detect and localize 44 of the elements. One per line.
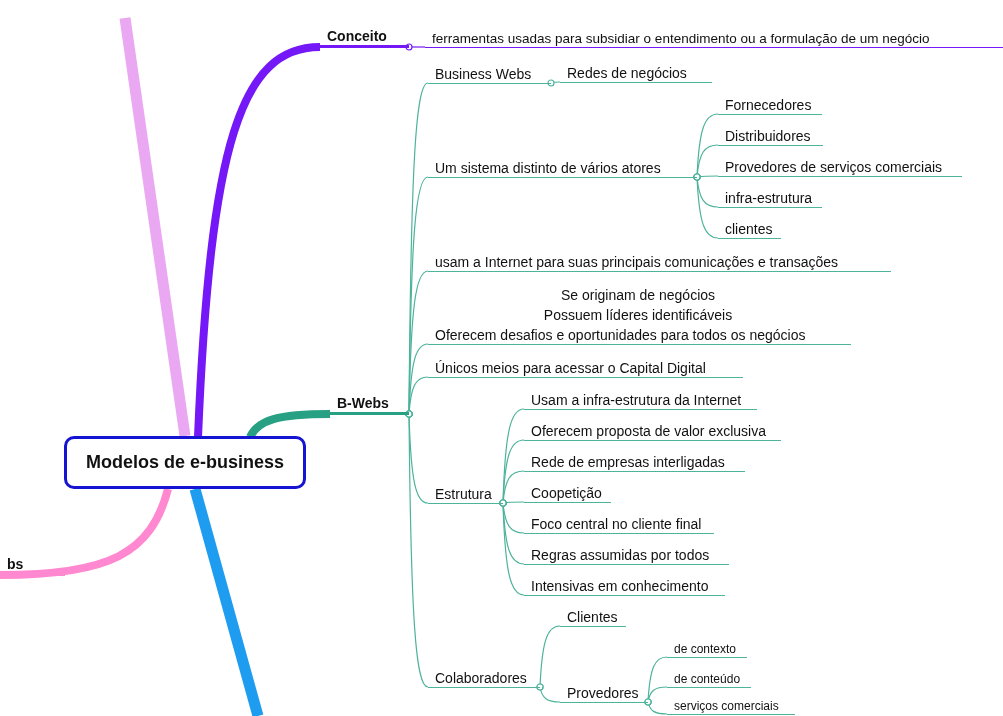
topic-label: Oferecem desafios e oportunidades para todos os negócios — [428, 326, 851, 345]
central-topic-box: Modelos de e-business — [64, 436, 306, 489]
topic-label: Intensivas em conhecimento — [524, 577, 725, 596]
topic-label: Foco central no cliente final — [524, 515, 714, 534]
branch-line — [693, 173, 719, 239]
topic-label: clientes — [718, 220, 781, 239]
topic-label: usam a Internet para suas principais comunicações e transações — [428, 253, 891, 272]
topic-label: Rede de empresas interligadas — [524, 453, 745, 472]
topic-label: Colaboradores — [428, 669, 540, 688]
topic-label: de contexto — [667, 641, 747, 658]
branch-line — [405, 43, 426, 51]
branch-line — [547, 79, 561, 87]
topic-label: Usam a infra-estrutura da Internet — [524, 391, 757, 410]
main-branch-line — [246, 410, 331, 439]
branch-line — [536, 683, 561, 703]
branch-line — [499, 499, 525, 596]
topic-label: Provedores — [560, 684, 648, 703]
topic-label: serviços comerciais — [667, 698, 795, 715]
topic-label: de conteúdo — [667, 671, 751, 688]
main-branch-line — [119, 17, 191, 437]
main-topic-label: Conceito — [320, 27, 409, 48]
topic-label: Coopetição — [524, 484, 611, 503]
topic-label: Um sistema distinto de vários atores — [428, 159, 697, 178]
topic-label: Distribuidores — [718, 127, 823, 146]
topic-label: infra-estrutura — [718, 189, 822, 208]
branch-line — [644, 698, 668, 715]
branch-line — [405, 410, 429, 688]
topic-label: Regras assumidas por todos — [524, 546, 729, 565]
topic-label: Redes de negócios — [560, 64, 712, 83]
topic-label: Estrutura — [428, 485, 503, 504]
topic-label: Clientes — [560, 608, 626, 627]
topic-label: Provedores de serviços comerciais — [718, 158, 962, 177]
topic-label: Fornecedores — [718, 96, 822, 115]
main-branch-line — [194, 43, 321, 438]
topic-label: ferramentas usadas para subsidiar o entendimento ou a formulação de um negócio — [425, 29, 1003, 48]
note-text: Possuem líderes identificáveis — [543, 307, 733, 323]
main-topic-label: B-Webs — [330, 394, 409, 415]
main-topic-label: bs — [0, 555, 65, 576]
topic-label: Business Webs — [428, 65, 551, 84]
topic-label: Oferecem proposta de valor exclusiva — [524, 422, 781, 441]
main-branch-line — [189, 487, 264, 716]
main-branch-line — [0, 487, 172, 579]
note-text: Se originam de negócios — [560, 287, 716, 303]
topic-label: Únicos meios para acessar o Capital Digital — [428, 359, 743, 378]
